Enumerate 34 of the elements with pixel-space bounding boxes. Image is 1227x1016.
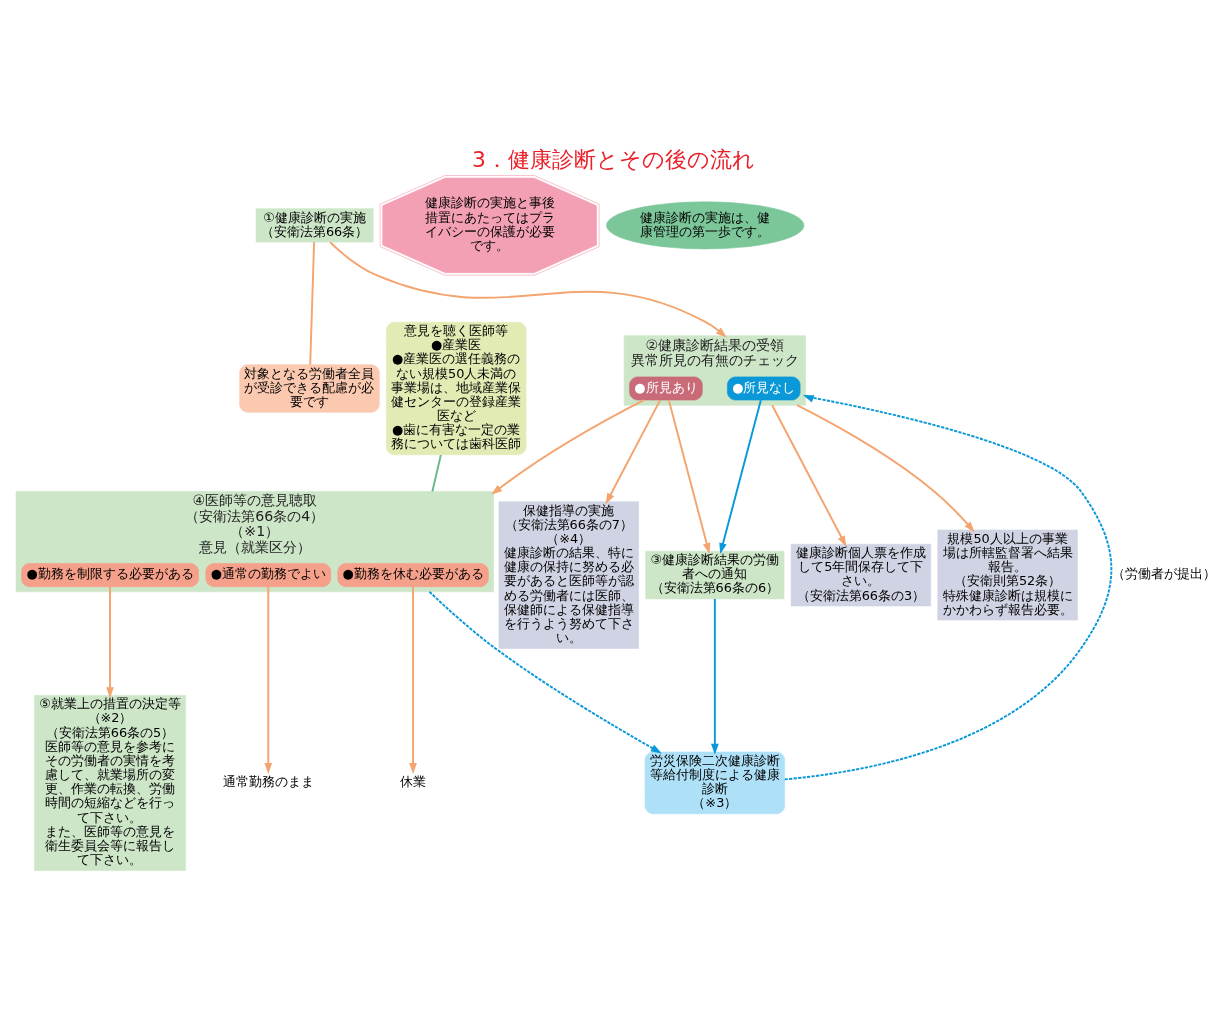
arrow	[667, 398, 711, 554]
connector	[431, 453, 442, 492]
arrow	[106, 585, 114, 698]
node-box: ①健康診断の実施 （安衛法第66条）	[255, 207, 374, 242]
arrow	[711, 597, 719, 755]
node-box: ③健康診断結果の労働者への通知 （安衛法第66条の6）	[645, 550, 785, 599]
node-box: ●所見あり	[629, 376, 703, 400]
node-box: 労災保険二次健康診断等給付制度による健康診断 （※3）	[644, 751, 785, 814]
node-box: ●所見なし	[727, 376, 801, 400]
node-box: 対象となる労働者全員が受診できる配慮が必要です	[239, 363, 380, 413]
arrow	[329, 240, 727, 338]
node-box: 保健指導の実施 （安衛法第66条の7） （※4） 健康診断の結果、特に健康の保持に努める必要があると医師等が認める労働者には医師、保健師による保健指導を行うよう努めて下さい。	[498, 500, 639, 649]
arrow	[719, 398, 762, 554]
arrow	[605, 398, 662, 504]
node-text: 休業	[400, 773, 427, 789]
node-text: 通常勤務のまま	[222, 773, 314, 789]
node-box: ⑤就業上の措置の決定等 （※2） （安衛法第66条の5） 医師等の意見を参考にその労働者の実情を考慮して、就業場所の変更、作業の転換、労働時間の短縮などを行って下さい。 また、医師等の意見を衛生委員会等に報告して下さい。	[34, 694, 186, 871]
node-ellipse: 健康診断の実施は、健康管理の第一歩です。	[606, 201, 805, 249]
arrow	[783, 394, 1113, 780]
edge-label: （労働者が提出）	[1111, 565, 1216, 581]
node-box: ●通常の勤務でよい	[205, 562, 331, 587]
node-box: ●勤務を制限する必要がある	[21, 562, 199, 587]
arrow	[428, 590, 662, 753]
node-box: 健康診断個人票を作成して5年間保存して下さい。 （安衛法第66条の3）	[790, 543, 932, 606]
arrow	[796, 403, 975, 532]
node-box: 規模50人以上の事業場は所轄監督署へ結果報告。 （安衛則第52条） 特殊健康診断は規模にかかわらず報告必要。	[937, 529, 1078, 620]
arrow	[771, 403, 847, 547]
arrow	[491, 398, 645, 495]
arrow	[264, 585, 273, 774]
connector	[309, 240, 316, 365]
node-box: ●勤務を休む必要がある	[337, 562, 489, 587]
node-box: 意見を聴く医師等 ●産業医 ●産業医の選任義務のない規模50人未満の事業場は、地域産業保健センターの登録産業医など ●歯に有害な一定の業務については歯科医師	[386, 321, 527, 455]
arrow	[409, 585, 417, 774]
diagram-title: 3．健康診断とその後の流れ	[472, 146, 755, 172]
